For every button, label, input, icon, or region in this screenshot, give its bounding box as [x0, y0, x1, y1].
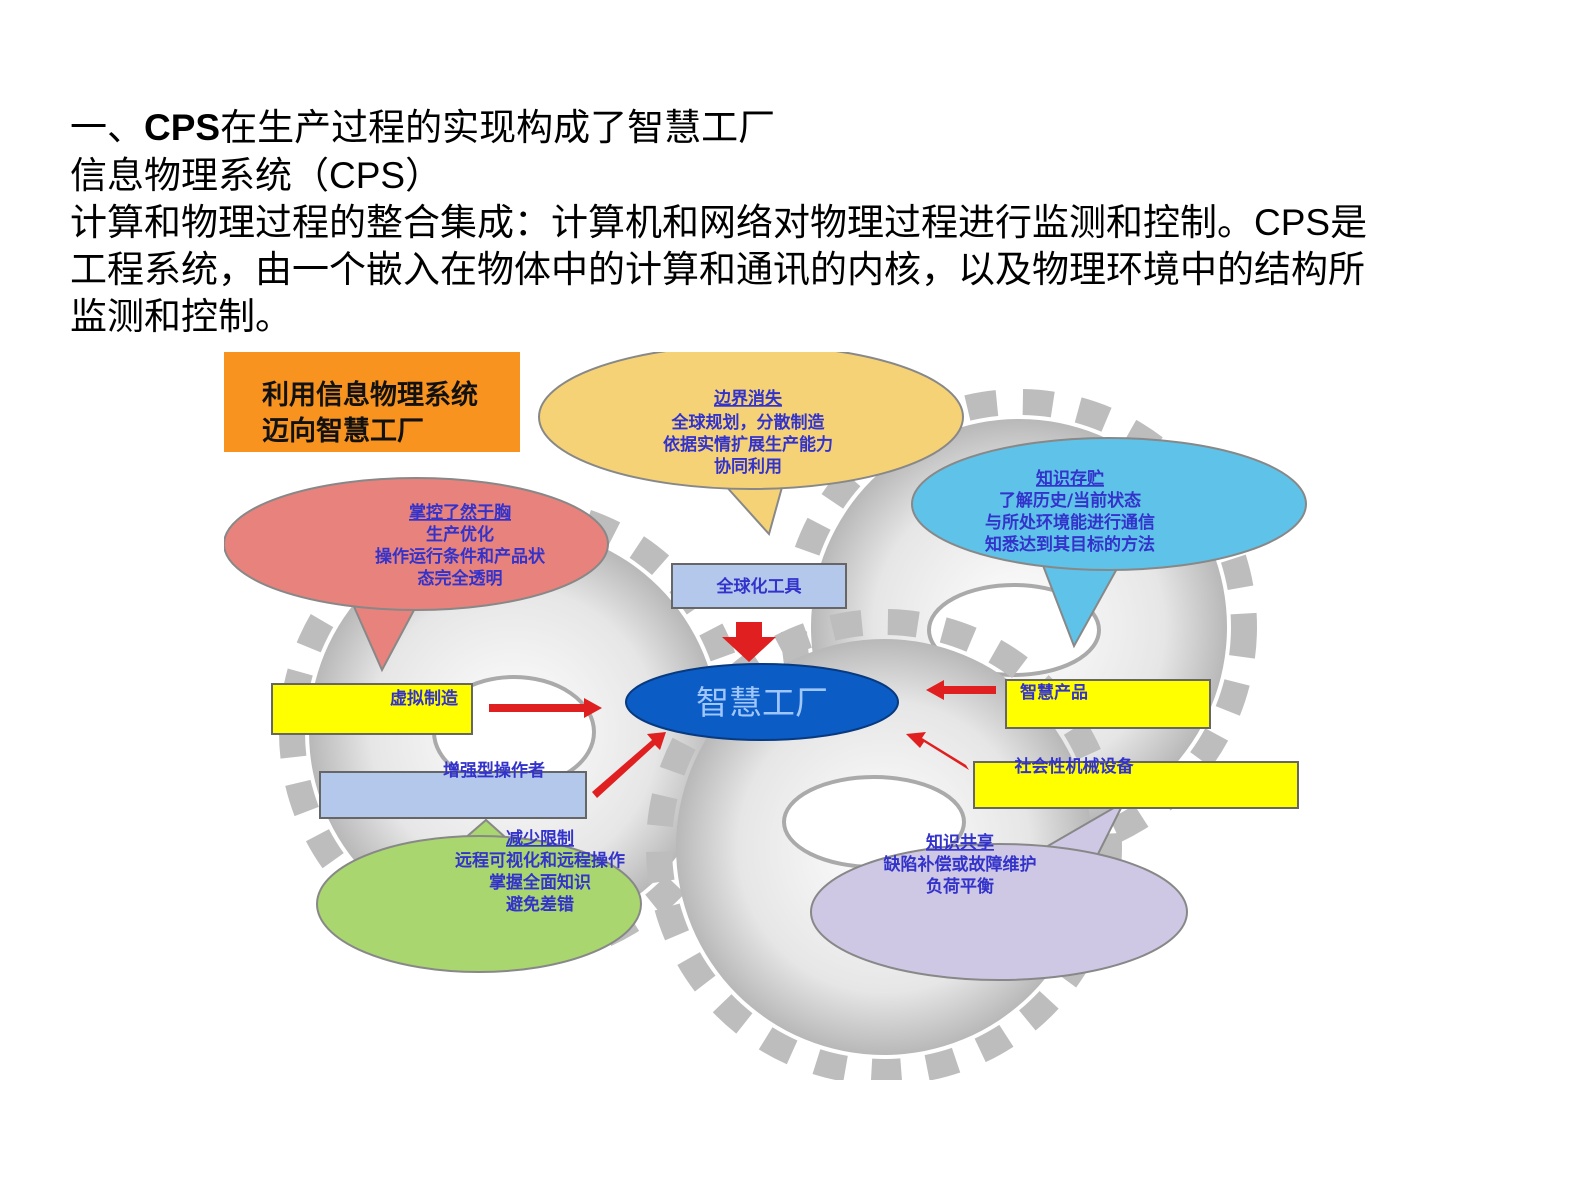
bubble-right-line-2: 与所处环境能进行通信 — [985, 512, 1155, 533]
paragraph-line-1: 信息物理系统（CPS） — [70, 155, 443, 196]
bubble-top-line-2: 依据实情扩展生产能力 — [663, 434, 833, 455]
heading-bold: CPS — [144, 107, 221, 148]
bubble-bottom-left-title: 减少限制 — [506, 828, 574, 849]
bubble-top-line-3: 协同利用 — [714, 456, 782, 477]
bubble-left: 掌控了然于胸 生产优化 操作运行条件和产品状 态完全透明 — [224, 477, 609, 673]
smart-product-label: 智慧产品 — [1020, 682, 1088, 703]
social-device-box — [973, 761, 1299, 809]
bubble-left-line-1: 生产优化 — [426, 524, 494, 545]
bubble-top: 边界消失 全球规划，分散制造 依据实情扩展生产能力 协同利用 — [538, 352, 964, 537]
bubble-left-line-2: 操作运行条件和产品状 — [375, 546, 546, 567]
center-ellipse — [625, 663, 899, 741]
bubble-top-line-1: 全球规划，分散制造 — [671, 412, 826, 433]
bubble-left-line-3: 态完全透明 — [418, 568, 503, 589]
augmented-operator-label: 增强型操作者 — [443, 760, 545, 781]
paragraph-line-3: 工程系统，由一个嵌入在物体中的计算和通讯的内核，以及物理环境中的结构所 — [70, 249, 1365, 290]
cps-diagram: 利用信息物理系统 迈向智慧工厂 边界消失 全球规划，分散制造 依据实情扩展生产能… — [224, 352, 1388, 1080]
bubble-bottom-left-line-3: 避免差错 — [506, 894, 574, 915]
bubble-bottom-right-line-2: 负荷平衡 — [926, 876, 994, 897]
arrow-up-left-icon — [906, 732, 969, 770]
arrow-up-right-icon — [592, 732, 666, 798]
bubble-right: 知识存贮 了解历史/当前状态 与所处环境能进行通信 知悉达到其目标的方法 — [911, 437, 1307, 649]
bubble-top-title: 边界消失 — [713, 388, 783, 409]
bubble-right-line-1: 了解历史/当前状态 — [999, 490, 1141, 511]
augmented-operator-box — [319, 771, 587, 819]
bubble-bottom-right-title: 知识共享 — [925, 832, 994, 853]
global-tool-label: 全球化工具 — [716, 576, 802, 597]
banner-box — [224, 352, 520, 452]
arrow-down-icon — [722, 622, 776, 662]
banner-line-1: 利用信息物理系统 — [262, 379, 478, 411]
slide-text: 一、CPS在生产过程的实现构成了智慧工厂 信息物理系统（CPS） 计算和物理过程… — [70, 104, 1470, 340]
slide-heading: 一、CPS在生产过程的实现构成了智慧工厂 — [70, 104, 1470, 152]
heading-rest: 在生产过程的实现构成了智慧工厂 — [220, 107, 776, 148]
arrow-right-icon — [489, 698, 602, 718]
bubble-bottom-left-line-2: 掌握全面知识 — [489, 872, 591, 893]
bubble-bottom-left: 减少限制 远程可视化和远程操作 掌握全面知识 避免差错 — [316, 818, 642, 973]
arrow-left-icon — [926, 680, 996, 700]
bubble-bottom-left-line-1: 远程可视化和远程操作 — [455, 850, 625, 871]
cps-diagram-svg: 利用信息物理系统 迈向智慧工厂 边界消失 全球规划，分散制造 依据实情扩展生产能… — [224, 352, 1307, 1080]
bubble-right-line-3: 知悉达到其目标的方法 — [984, 534, 1155, 555]
paragraph-line-4: 监测和控制。 — [70, 296, 292, 337]
global-tool-box — [671, 563, 847, 609]
banner-line-2: 迈向智慧工厂 — [262, 415, 424, 447]
social-device-label: 社会性机械设备 — [1014, 756, 1135, 777]
center-label: 智慧工厂 — [696, 683, 828, 722]
heading-prefix: 一、 — [70, 107, 144, 148]
bubble-left-title: 掌控了然于胸 — [409, 502, 511, 523]
bubble-bottom-right: 知识共享 缺陷补偿或故障维护 负荷平衡 — [810, 799, 1188, 981]
bubble-right-title: 知识存贮 — [1035, 468, 1104, 489]
virtual-manufacturing-label: 虚拟制造 — [390, 688, 459, 709]
bubble-bottom-right-line-1: 缺陷补偿或故障维护 — [884, 854, 1037, 875]
paragraph-line-2: 计算和物理过程的整合集成：计算机和网络对物理过程进行监测和控制。CPS是 — [70, 202, 1368, 243]
virtual-manufacturing-box — [271, 683, 473, 735]
smart-product-box — [1005, 679, 1211, 729]
